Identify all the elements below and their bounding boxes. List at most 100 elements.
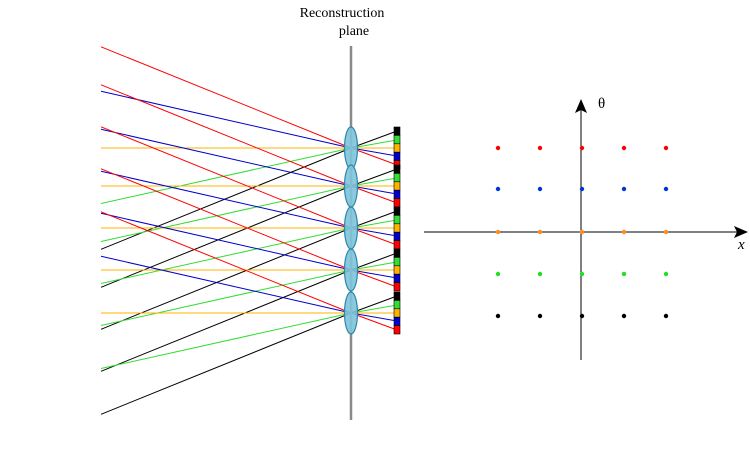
ray-red	[100, 211, 352, 314]
ray-blue-exit	[350, 312, 398, 322]
sensor-pixel-green	[393, 135, 401, 145]
sample-dot-black	[579, 313, 585, 319]
sensor-pixel-green	[393, 257, 401, 267]
microlens	[343, 164, 359, 208]
sensor-pixel-red	[393, 198, 401, 208]
ray-green-exit	[350, 304, 398, 314]
ray-green-exit	[350, 219, 398, 229]
ray-red	[100, 84, 352, 187]
sensor-pixel-blue	[393, 273, 401, 283]
ray-green	[100, 312, 352, 369]
sample-dot-blue	[537, 186, 543, 192]
theta-axis-label: θ	[598, 96, 605, 112]
ray-red-exit	[350, 269, 398, 288]
ray-black-exit	[350, 168, 398, 187]
ray-red-exit	[350, 227, 398, 246]
ray-black	[100, 227, 352, 330]
ray-blue	[100, 255, 352, 314]
sample-dot-blue	[495, 186, 501, 192]
sample-dot-black	[663, 313, 669, 319]
x-axis-arrow-icon	[734, 226, 748, 238]
ray-black-exit	[350, 252, 398, 271]
ray-black	[100, 312, 352, 415]
x-axis-label: x	[737, 237, 745, 253]
sensor-pixel-red	[393, 240, 401, 250]
ray-green	[100, 269, 352, 326]
ray-green	[100, 185, 352, 242]
microlens	[343, 126, 359, 170]
ray-red-exit	[350, 185, 398, 204]
sample-dot-black	[621, 313, 627, 319]
ray-blue-exit	[350, 269, 398, 279]
sample-dot-black	[537, 313, 543, 319]
microlens	[343, 248, 359, 292]
sensor-pixel-red	[393, 282, 401, 292]
sample-dot-black	[495, 313, 501, 319]
sensor-pixel-green	[393, 300, 401, 310]
caption-line-2: plane	[339, 24, 369, 39]
ray-blue-exit	[350, 227, 398, 237]
sample-dot-red	[579, 145, 585, 151]
sensor-pixel-orange	[393, 143, 401, 153]
sensor-pixel-black	[393, 126, 401, 136]
sample-dot-red	[537, 145, 543, 151]
sample-dot-blue	[621, 186, 627, 192]
sensor-pixel-orange	[393, 181, 401, 191]
ray-black	[100, 269, 352, 372]
sensor-pixel-orange	[393, 308, 401, 318]
ray-green	[100, 227, 352, 284]
sensor-pixel-black	[393, 291, 401, 301]
phase-space-samples	[495, 145, 669, 319]
sample-dot-green	[537, 271, 543, 277]
sample-dot-orange	[495, 229, 501, 235]
ray-blue	[100, 90, 352, 149]
ray-green	[100, 147, 352, 204]
sensor-strip	[393, 126, 401, 335]
sensor-pixel-green	[393, 215, 401, 225]
ray-black	[100, 147, 352, 250]
ray-red	[100, 126, 352, 229]
sensor-pixel-blue	[393, 231, 401, 241]
sample-dot-green	[495, 271, 501, 277]
sensor-pixel-orange	[393, 265, 401, 275]
sample-dot-blue	[663, 186, 669, 192]
ray-blue	[100, 128, 352, 187]
ray-red-exit	[350, 147, 398, 166]
sample-dot-orange	[663, 229, 669, 235]
sensor-pixel-green	[393, 173, 401, 183]
ray-bundle	[100, 46, 398, 415]
sample-dot-green	[663, 271, 669, 277]
ray-green-exit	[350, 261, 398, 271]
sample-dot-green	[621, 271, 627, 277]
sensor-pixel-blue	[393, 316, 401, 326]
sensor-pixel-orange	[393, 223, 401, 233]
ray-green-exit	[350, 139, 398, 149]
sample-dot-orange	[579, 229, 585, 235]
theta-axis-arrow-icon	[575, 99, 587, 113]
ray-blue	[100, 170, 352, 229]
ray-blue-exit	[350, 185, 398, 195]
microlens	[343, 206, 359, 250]
ray-red	[100, 46, 352, 149]
ray-black-exit	[350, 130, 398, 149]
sample-dot-green	[579, 271, 585, 277]
sample-dot-red	[495, 145, 501, 151]
sample-dot-blue	[579, 186, 585, 192]
sample-dot-orange	[621, 229, 627, 235]
sample-dot-orange	[537, 229, 543, 235]
microlens	[343, 291, 359, 335]
sample-dot-red	[663, 145, 669, 151]
sample-dot-red	[621, 145, 627, 151]
phase-space-plot: θ x	[424, 96, 748, 360]
ray-red	[100, 168, 352, 271]
microlens-array	[343, 126, 359, 335]
sensor-pixel-red	[393, 325, 401, 335]
sensor-pixel-black	[393, 164, 401, 174]
ray-black-exit	[350, 210, 398, 229]
sensor-pixel-blue	[393, 189, 401, 199]
sensor-pixel-black	[393, 206, 401, 216]
ray-blue	[100, 212, 352, 271]
caption-line-1: Reconstruction	[300, 6, 385, 21]
ray-green-exit	[350, 177, 398, 187]
